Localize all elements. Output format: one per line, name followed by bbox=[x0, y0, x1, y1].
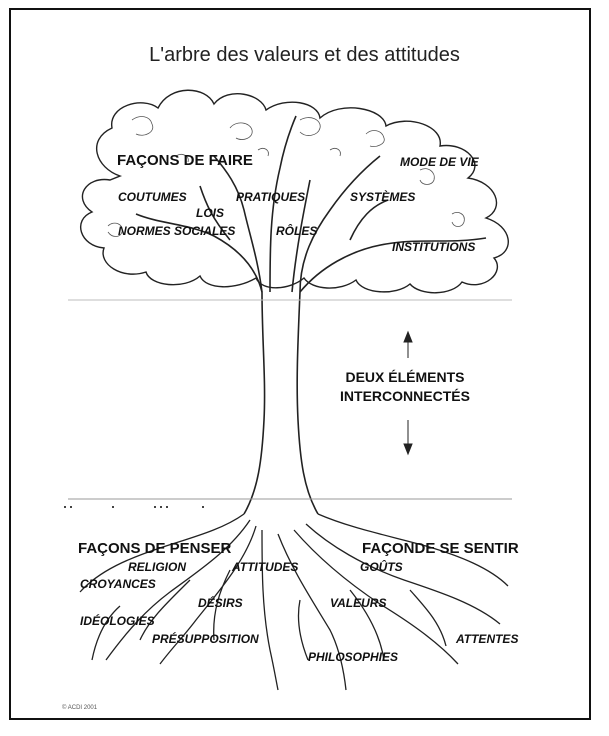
page-title: L'arbre des valeurs et des attitudes bbox=[149, 44, 460, 66]
label-normes-sociales: NORMES SOCIALES bbox=[118, 224, 236, 238]
label-lois: LOIS bbox=[196, 206, 225, 220]
label-attitudes: ATTITUDES bbox=[232, 560, 299, 574]
label-mode-de-vie: MODE DE VIE bbox=[400, 155, 479, 169]
label-croyances: CROYANCES bbox=[80, 577, 156, 591]
trunk-caption-line2: INTERCONNECTÉS bbox=[340, 388, 470, 404]
label-gouts: GOÛTS bbox=[360, 560, 403, 574]
label-systemes: SYSTÈMES bbox=[350, 190, 416, 204]
trunk-caption-line1: DEUX ÉLÉMENTS bbox=[345, 369, 465, 385]
label-facons-de-faire: FAÇONS DE FAIRE bbox=[117, 152, 253, 169]
tree-trunk bbox=[243, 291, 319, 515]
down-arrow bbox=[403, 420, 413, 456]
label-institutions: INSTITUTIONS bbox=[392, 240, 476, 254]
copyright-note: © ACDI 2001 bbox=[62, 705, 98, 711]
label-coutumes: COUTUMES bbox=[118, 190, 187, 204]
label-facon-de-se-sentir: FAÇONDE SE SENTIR bbox=[362, 540, 519, 557]
tree-branches bbox=[135, 115, 487, 293]
tree-roots bbox=[79, 513, 509, 691]
label-religion: RELIGION bbox=[128, 560, 187, 574]
label-pratiques: PRATIQUES bbox=[236, 190, 306, 204]
label-presupposition: PRÉSUPPOSITION bbox=[152, 632, 259, 646]
tree-canopy bbox=[80, 89, 509, 294]
divider-dots bbox=[64, 506, 204, 508]
trunk-caption: DEUX ÉLÉMENTS INTERCONNECTÉS bbox=[330, 368, 480, 406]
label-attentes: ATTENTES bbox=[456, 632, 519, 646]
up-arrow bbox=[403, 330, 413, 358]
label-desirs: DÉSIRS bbox=[198, 596, 243, 610]
label-philosophies: PHILOSOPHIES bbox=[308, 650, 399, 664]
label-facons-de-penser: FAÇONS DE PENSER bbox=[78, 540, 232, 557]
label-ideologies: IDÉOLOGIES bbox=[80, 614, 155, 628]
label-valeurs: VALEURS bbox=[330, 596, 387, 610]
canopy-texture bbox=[107, 116, 465, 237]
label-roles: RÔLES bbox=[276, 224, 318, 238]
